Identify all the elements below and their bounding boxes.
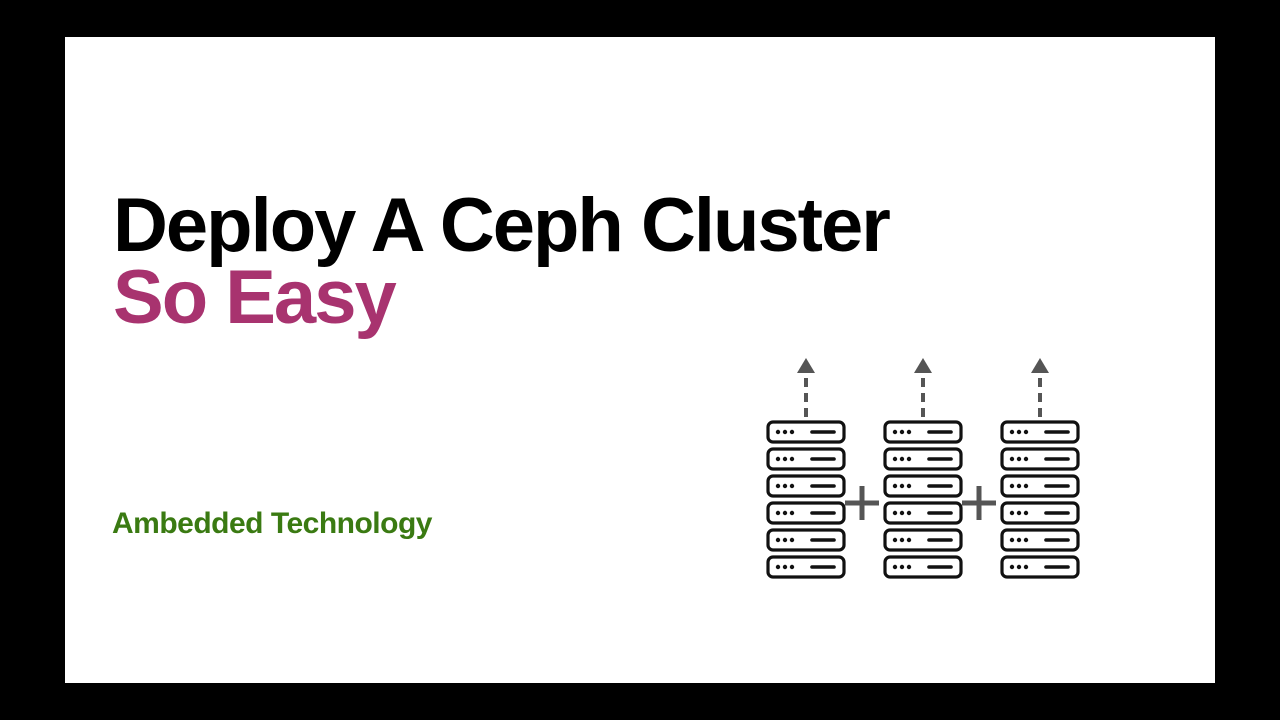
server-rack-icon (766, 420, 846, 579)
dashed-up-arrow-icon (914, 358, 932, 417)
company-name: Ambedded Technology (112, 507, 432, 540)
plus-icon (845, 486, 879, 520)
scale-out-diagram (766, 358, 1080, 579)
title-line-accent: So Easy (113, 255, 397, 340)
server-rack-icon (883, 420, 963, 579)
plus-icon (962, 486, 996, 520)
slide-canvas: Deploy A Ceph Cluster So Easy Ambedded T… (65, 37, 1215, 683)
title-line-main: Deploy A Ceph Cluster (113, 183, 891, 268)
slide-title: Deploy A Ceph Cluster So Easy (113, 183, 891, 340)
dashed-up-arrow-icon (797, 358, 815, 417)
dashed-up-arrow-icon (1031, 358, 1049, 417)
server-rack-icon (1000, 420, 1080, 579)
